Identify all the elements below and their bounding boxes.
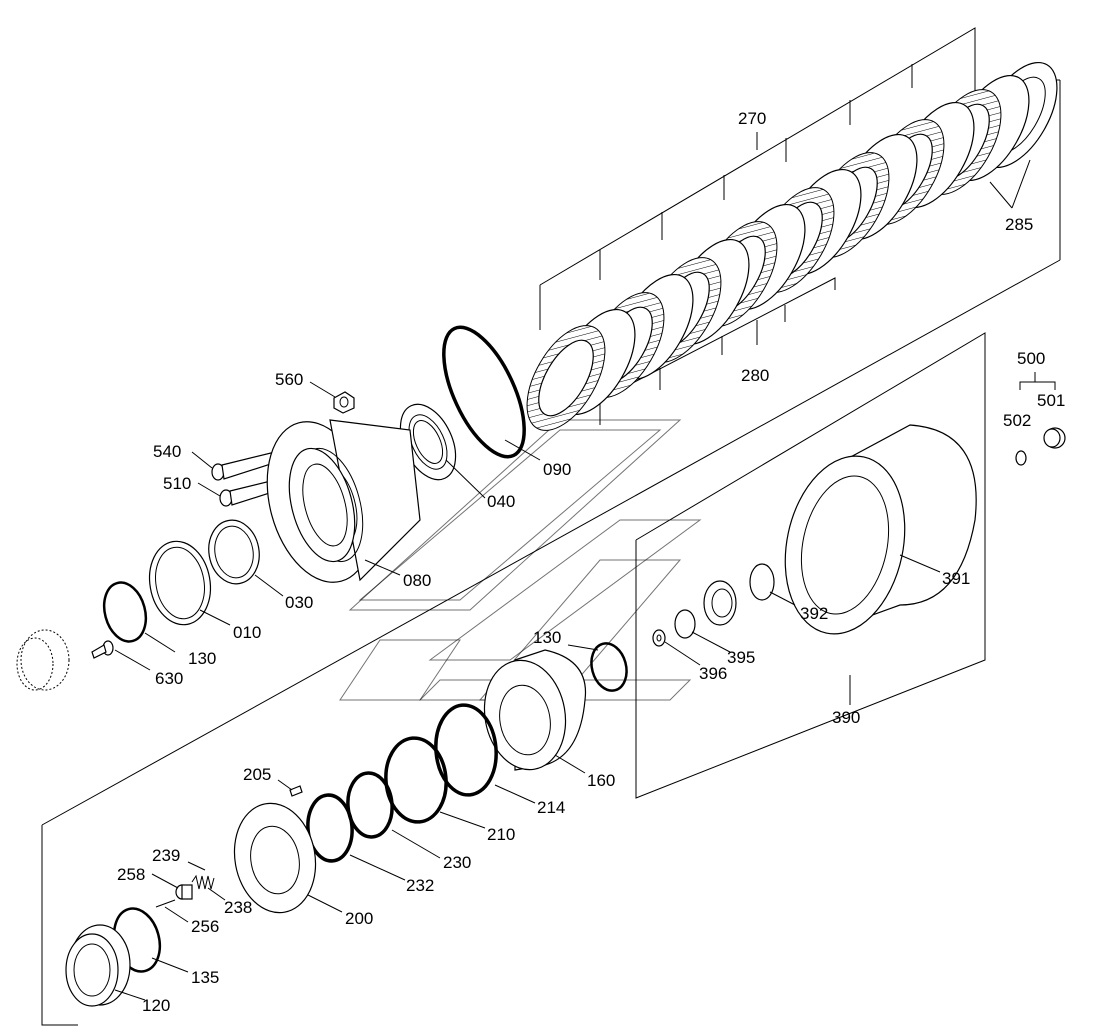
plug-258 [175,884,193,900]
label-391: 391 [942,569,970,588]
o-ring-090 [442,325,526,459]
o-ring-130-left [102,581,148,643]
label-210: 210 [487,825,515,844]
label-200: 200 [345,909,373,928]
label-540: 540 [153,442,181,461]
label-258: 258 [117,865,145,884]
label-205: 205 [243,765,271,784]
label-390: 390 [832,708,860,727]
label-135: 135 [191,968,219,987]
label-395: 395 [727,648,755,667]
label-120: 120 [142,996,170,1015]
gear-120 [65,924,131,1007]
clutch-disc [526,61,1058,431]
label-256: 256 [191,917,219,936]
o-ring-230 [346,771,394,839]
label-392: 392 [800,604,828,623]
label-090: 090 [543,460,571,479]
clutch-disc-stack [526,61,1058,431]
label-030: 030 [285,593,313,612]
ring-502 [1015,450,1027,466]
carrier-200 [233,802,317,914]
housing-080 [266,419,421,583]
label-270: 270 [738,109,766,128]
seal-010 [148,540,212,626]
label-500: 500 [1017,349,1045,368]
label-630: 630 [155,669,183,688]
seal-030 [208,519,260,585]
ring-395 [674,609,696,639]
label-230: 230 [443,853,471,872]
spring-238 [191,874,215,890]
o-ring-232 [306,793,354,863]
label-285: 285 [1005,215,1033,234]
label-502: 502 [1003,411,1031,430]
label-232: 232 [406,876,434,895]
label-239: 239 [152,846,180,865]
screw-630 [91,640,114,659]
label-560: 560 [275,370,303,389]
label-040: 040 [487,492,515,511]
label-396: 396 [699,664,727,683]
label-130-right: 130 [533,628,561,647]
pin-205 [289,785,303,797]
nut-560 [333,391,355,414]
part-labels: 270 285 280 500 501 502 560 540 510 090 … [117,109,1065,1015]
cap-501 [1043,427,1066,449]
label-130-left: 130 [188,649,216,668]
pin-256 [155,899,176,908]
label-510: 510 [163,474,191,493]
gear-392 [703,563,775,626]
washer-396 [652,629,666,647]
piston-160 [483,649,587,771]
label-160: 160 [587,771,615,790]
ghost-gear [16,629,70,691]
assembly-bracket-lines [41,27,1061,1026]
label-501: 501 [1037,391,1065,410]
leader-lines [114,159,1031,1001]
label-010: 010 [233,623,261,642]
label-214: 214 [537,798,565,817]
o-ring-130-right [590,642,628,692]
label-280: 280 [741,366,769,385]
housing-391 [784,424,977,635]
label-080: 080 [403,571,431,590]
label-238: 238 [224,898,252,917]
